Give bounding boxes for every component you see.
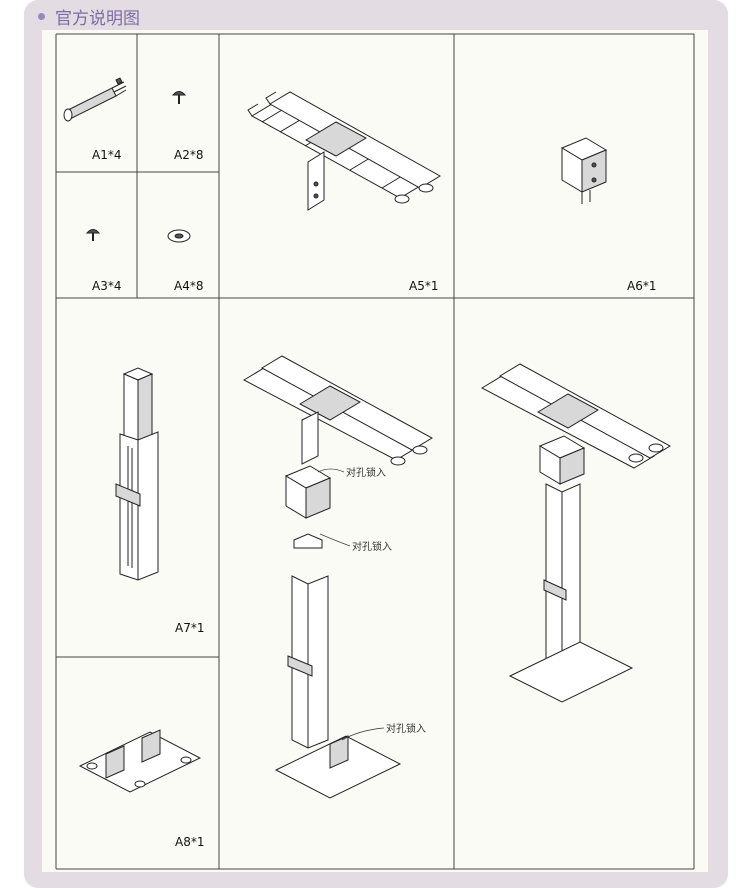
part-label-a6: A6*1	[627, 279, 656, 293]
part-label-a3: A3*4	[92, 279, 121, 293]
bullet-dot-icon	[38, 12, 45, 20]
exploded-assembly-icon	[242, 355, 434, 799]
sleeve-box-icon	[560, 137, 608, 204]
part-label-a8: A8*1	[175, 835, 204, 849]
assembled-stand-icon	[480, 363, 672, 703]
part-label-a5: A5*1	[409, 279, 438, 293]
part-label-a7: A7*1	[175, 621, 204, 635]
annotation-align-hole-1: 对孔锁入	[346, 466, 386, 479]
annotation-align-hole-3: 对孔锁入	[386, 722, 426, 735]
grid-lines	[55, 33, 695, 870]
bracket-assembly-icon	[247, 91, 441, 211]
base-plate-icon	[78, 729, 202, 793]
screw-small-icon	[85, 229, 101, 241]
section-header: 官方说明图	[38, 5, 140, 29]
screw-icon	[171, 91, 187, 104]
part-label-a2: A2*8	[174, 148, 203, 162]
annotation-leaders	[317, 468, 385, 741]
telescopic-pole-icon	[115, 367, 159, 581]
section-title: 官方说明图	[55, 8, 140, 29]
part-label-a4: A4*8	[174, 279, 203, 293]
expansion-bolt-icon	[63, 77, 127, 122]
annotation-align-hole-2: 对孔锁入	[352, 540, 392, 553]
part-label-a1: A1*4	[92, 148, 121, 162]
washer-icon	[167, 229, 191, 243]
